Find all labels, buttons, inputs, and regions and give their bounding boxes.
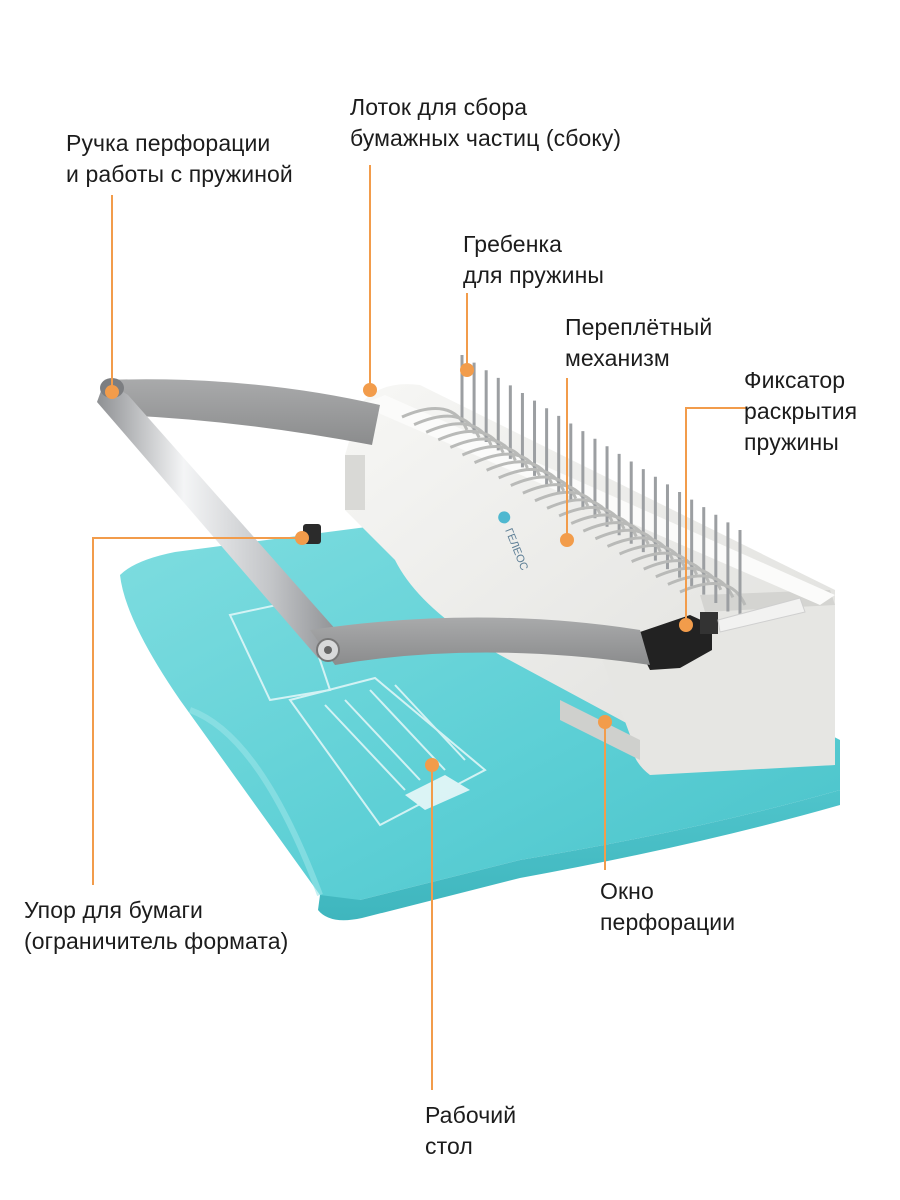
callout-work-table-line2: стол bbox=[425, 1133, 473, 1159]
callout-mechanism: Переплётный механизм bbox=[565, 312, 712, 374]
callout-lock-line1: Фиксатор bbox=[744, 367, 846, 393]
leader-dots bbox=[105, 363, 693, 772]
callout-paper-stop: Упор для бумаги (ограничитель формата) bbox=[24, 895, 288, 957]
callout-comb-line1: Гребенка bbox=[463, 231, 563, 257]
punch-window bbox=[560, 700, 640, 760]
callout-paper-stop-line1: Упор для бумаги bbox=[24, 897, 203, 923]
leader-lines bbox=[92, 165, 746, 1090]
callout-mechanism-line2: механизм bbox=[565, 345, 670, 371]
callout-tray-line1: Лоток для сбора bbox=[350, 94, 528, 120]
callout-mechanism-line1: Переплётный bbox=[565, 314, 713, 340]
callout-handle-line1: Ручка перфорации bbox=[66, 130, 271, 156]
callout-punch-window-line2: перфорации bbox=[600, 909, 736, 935]
callout-paper-stop-line2: (ограничитель формата) bbox=[24, 928, 289, 954]
callout-comb: Гребенка для пружины bbox=[463, 229, 604, 291]
leader-lock bbox=[685, 407, 746, 625]
callout-work-table: Рабочий стол bbox=[425, 1100, 516, 1162]
spring-lock bbox=[640, 597, 806, 670]
callout-handle-line2: и работы с пружиной bbox=[66, 161, 293, 187]
leader-paper-stop bbox=[92, 537, 302, 885]
callout-lock-line3: пружины bbox=[744, 429, 839, 455]
callout-comb-line2: для пружины bbox=[463, 262, 604, 288]
callout-punch-window-line1: Окно bbox=[600, 878, 654, 904]
callout-work-table-line1: Рабочий bbox=[425, 1102, 517, 1128]
spring-comb bbox=[401, 355, 747, 620]
callout-tray: Лоток для сбора бумажных частиц (сбоку) bbox=[350, 92, 621, 154]
callout-handle: Ручка перфорации и работы с пружиной bbox=[66, 128, 293, 190]
callout-lock: Фиксатор раскрытия пружины bbox=[744, 365, 857, 458]
mechanism-slot bbox=[667, 574, 735, 599]
mechanism-slot bbox=[679, 582, 747, 606]
callout-tray-line2: бумажных частиц (сбоку) bbox=[350, 125, 622, 151]
callout-punch-window: Окно перфорации bbox=[600, 876, 735, 938]
callout-lock-line2: раскрытия bbox=[744, 398, 858, 424]
